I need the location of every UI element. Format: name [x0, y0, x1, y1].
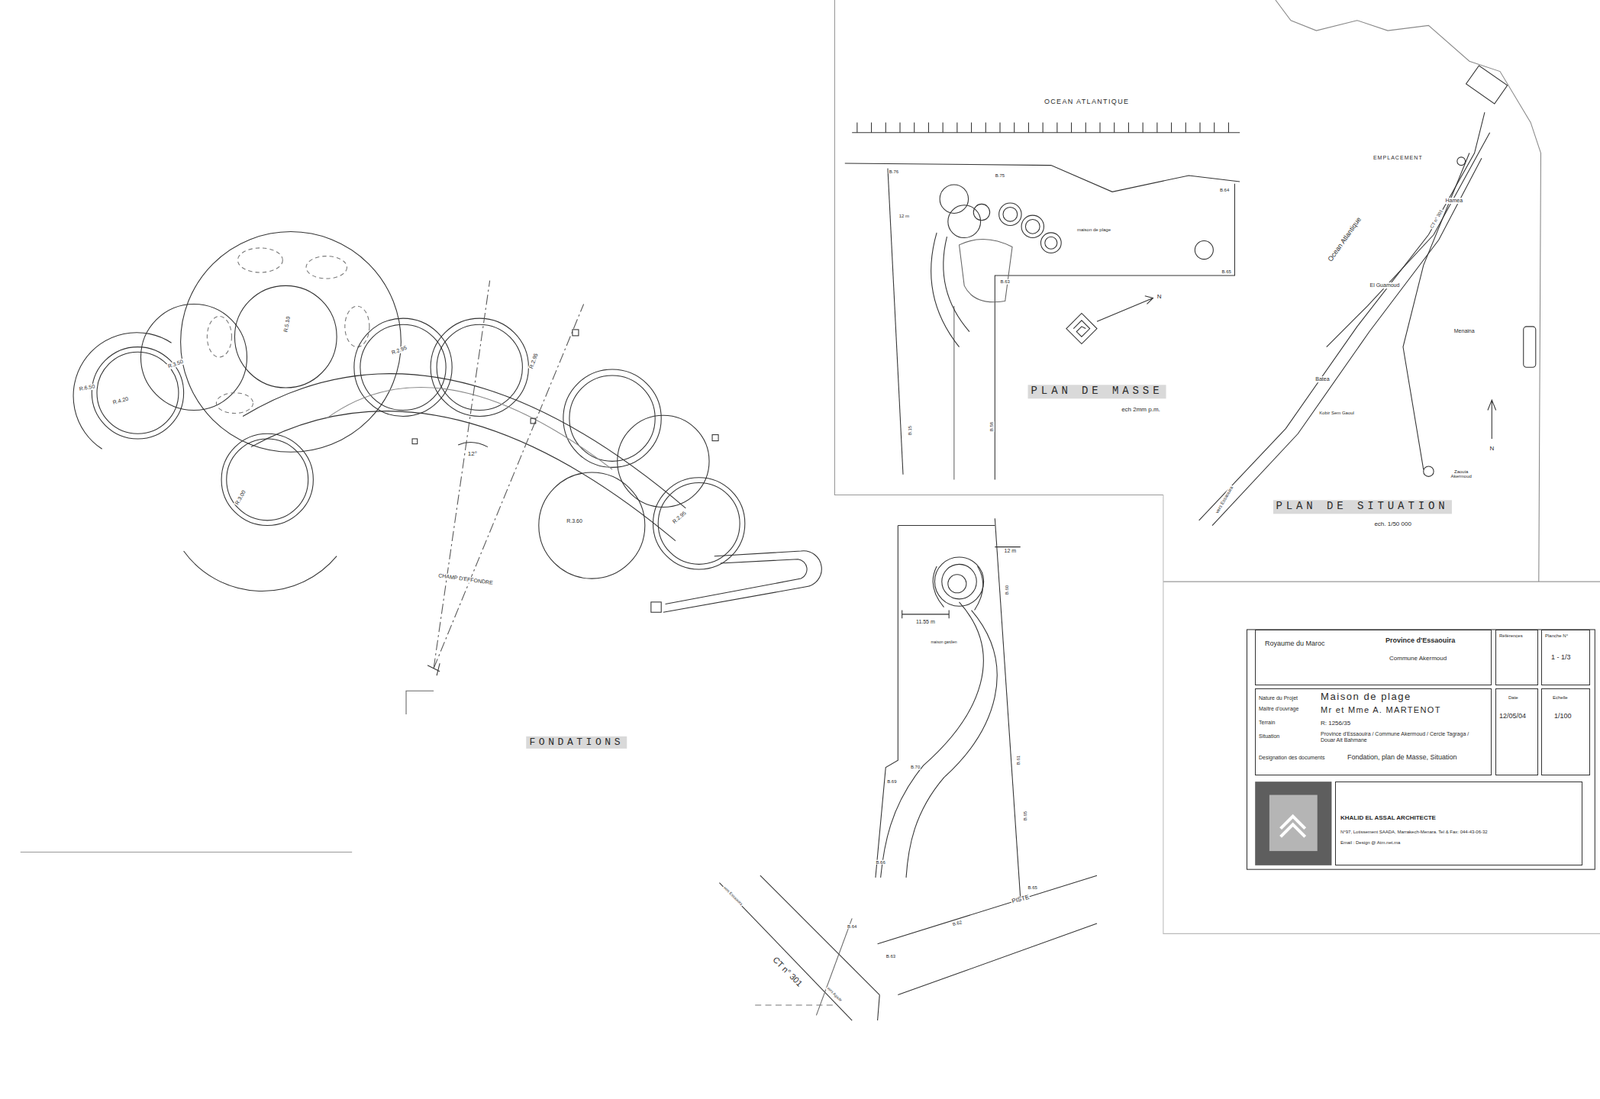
cell-text: Mr et Mme A. MARTENOT	[1320, 705, 1442, 716]
cell-text: Maison de plage	[1320, 691, 1412, 704]
drawing-annotation: B.58	[989, 421, 995, 433]
drawing-annotation: 12 m	[898, 213, 910, 220]
cell-text: Terrain	[1258, 719, 1275, 726]
drawing-annotation: CHAMP D'EFFONDRE	[436, 572, 494, 587]
cell-text: Province d'Essaouira	[1385, 636, 1455, 645]
drawing-annotation: maison de plage	[1076, 226, 1112, 233]
drawing-annotation: CT n° 301	[770, 954, 805, 989]
drawing-annotation: R.2.95	[670, 509, 688, 526]
drawing-annotation: R.3.50	[166, 358, 185, 371]
cell-text: Province d'Essaouira / Commune Akermoud …	[1320, 731, 1485, 744]
drawing-annotation: vers Agadir	[825, 986, 844, 1004]
drawing-annotation: El Guamoud	[1368, 282, 1400, 289]
cell-text: Designation des documents	[1258, 754, 1325, 762]
drawing-annotation: B.70	[909, 764, 921, 771]
drawing-annotation: Menaina	[1453, 329, 1476, 336]
drawing-annotation: ech 2mm p.m.	[1120, 406, 1162, 414]
cell-text: R: 1256/35	[1320, 719, 1351, 727]
title-block-cell: Date 12/05/04	[1495, 688, 1539, 776]
drawing-annotation: B.64	[846, 923, 858, 930]
drawing-annotation: N	[1488, 445, 1495, 453]
cell-text: Situation	[1258, 733, 1280, 740]
cell-text: N°97, Lotissement SAADA, Marrakech-Menar…	[1340, 829, 1488, 836]
drawing-annotation: B.63	[885, 953, 897, 959]
drawing-annotation: Hamea	[1445, 197, 1465, 204]
drawing-annotation: 12 m	[1003, 548, 1018, 555]
drawing-annotation: R.2.95	[528, 351, 540, 371]
title-block-cell: Nature du Projet Maison de plageMaître d'…	[1254, 688, 1492, 776]
drawing-annotation: B.65	[1027, 885, 1039, 891]
drawing-title: PLAN DE MASSE	[1028, 385, 1167, 399]
title-block-cell: Royaume du Maroc Province d'EssaouiraComm…	[1254, 629, 1492, 686]
drawing-annotation: B.76	[888, 168, 900, 175]
cell-text: Royaume du Maroc	[1264, 639, 1326, 648]
drawing-annotation: B.66	[874, 859, 886, 865]
cell-text: KHALID EL ASSAL ARCHITECTE	[1340, 814, 1436, 822]
drawing-annotation: B.75	[994, 173, 1006, 179]
drawing-annotation: 12°	[467, 450, 478, 458]
drawing-annotation: OCEAN ATLANTIQUE	[1043, 98, 1130, 107]
drawing-annotation: R.6.50	[77, 383, 97, 392]
drawing-annotation: Zaouia Akermoud	[1442, 469, 1480, 480]
cell-text: Fondation, plan de Masse, Situation	[1347, 753, 1458, 762]
foundation-plan	[20, 232, 823, 853]
drawing-annotation: R.3.00	[233, 489, 248, 507]
title-block-cell: Echelle 1/100	[1541, 688, 1591, 776]
drawing-annotation: R.2.95	[390, 344, 409, 356]
drawing-annotation: R.5.10	[282, 315, 291, 334]
drawing-annotation: B.69	[886, 779, 897, 785]
title-block-cell: Planche N° 1 - 1/3	[1541, 629, 1591, 686]
drawing-annotation: Kobir Sem Gaoul	[1318, 410, 1355, 417]
drawing-annotation: B.15	[907, 425, 913, 436]
cell-text: Références	[1499, 633, 1523, 639]
cell-text: Commune Akermoud	[1389, 654, 1447, 662]
plot-plan	[719, 518, 1097, 1021]
drawing-annotation: Ocean Atlantique	[1326, 215, 1365, 264]
drawing-annotation: EMPLACEMENT	[1372, 154, 1424, 162]
cell-text: 12/05/04	[1499, 712, 1526, 720]
cell-text: 1/100	[1554, 712, 1572, 720]
cell-text: Maître d'ouvrage	[1258, 706, 1299, 713]
drawing-annotation: B.65	[1022, 810, 1029, 822]
drawing-annotation: Batea	[1314, 376, 1330, 383]
drawing-annotation: 11.55 m	[915, 619, 936, 626]
drawing-annotation: vers Essaouira	[721, 884, 744, 907]
drawing-annotation: B.64	[1219, 187, 1230, 193]
cell-text: Planche N°	[1545, 633, 1568, 639]
title-block-cell: Références	[1495, 629, 1539, 686]
location-map	[1163, 0, 1600, 934]
cell-text: Nature du Projet	[1258, 695, 1298, 702]
cell-text: Echelle	[1552, 695, 1568, 701]
drawing-annotation: PISTE	[1009, 894, 1031, 907]
drawing-annotation: ech. 1/50 000	[1373, 521, 1412, 529]
title-block-frame	[1246, 629, 1595, 870]
drawing-annotation: R.4.20	[111, 396, 130, 407]
drawing-title: FONDATIONS	[525, 736, 627, 749]
drawing-annotation: R.3.60	[565, 518, 584, 525]
cell-text: Email : Design @ Atm.net.ma	[1340, 840, 1400, 846]
title-block-cell: KHALID EL ASSAL ARCHITECTE N°97, Lotissem…	[1335, 781, 1583, 866]
cell-text: Date	[1508, 695, 1519, 701]
cell-text: 1 - 1/3	[1551, 653, 1571, 662]
drawing-annotation: B.65	[1221, 268, 1233, 275]
drawing-annotation: B.61	[1016, 754, 1022, 766]
drawing-annotation: N	[1156, 293, 1163, 301]
drawing-annotation: maison gardien	[929, 640, 958, 646]
drawing-annotation: B.63	[1000, 279, 1011, 285]
drawing-annotation: vers Essaouira	[1214, 484, 1236, 515]
drawing-title: PLAN DE SITUATION	[1272, 500, 1452, 514]
drawing-annotation: B.60	[1004, 583, 1010, 595]
site-plan	[834, 0, 1240, 495]
